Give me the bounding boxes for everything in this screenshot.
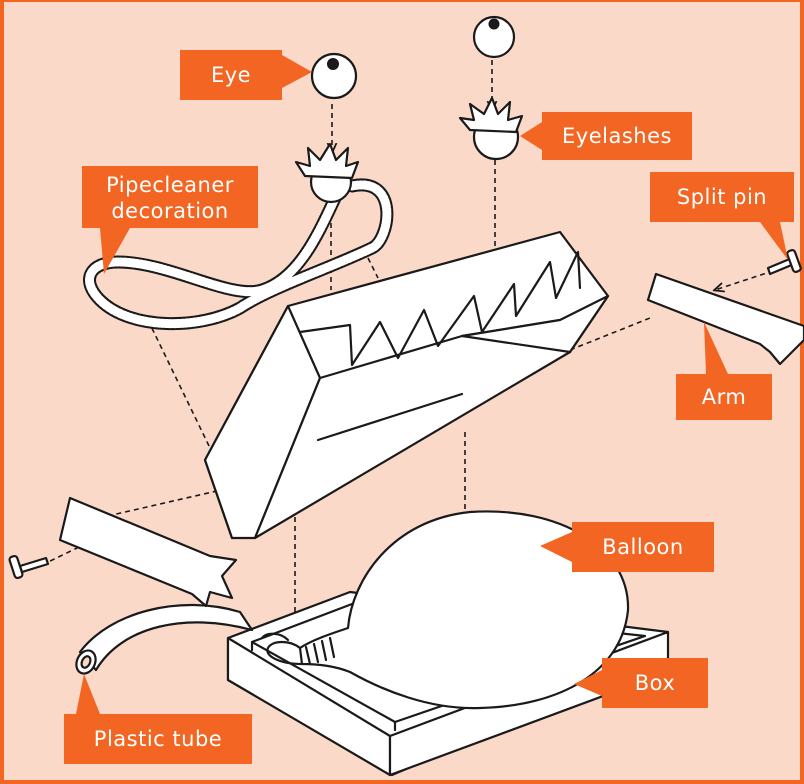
label-split-pin: Split pin xyxy=(650,172,794,260)
label-arm-text: Arm xyxy=(702,385,747,409)
label-pipecleaner: Pipecleaner decoration xyxy=(82,166,258,274)
label-eyelashes-text: Eyelashes xyxy=(562,124,672,148)
label-balloon-text: Balloon xyxy=(602,535,683,559)
eyelashes-piece xyxy=(460,98,522,159)
label-pipecleaner-text-1: Pipecleaner xyxy=(106,173,234,197)
lid xyxy=(205,232,608,538)
label-pipecleaner-text-2: decoration xyxy=(111,199,228,223)
arm-left xyxy=(60,498,236,606)
label-split-pin-text: Split pin xyxy=(677,185,767,209)
eye-left xyxy=(312,54,356,98)
label-plastic-tube-text: Plastic tube xyxy=(94,727,222,751)
eye-right xyxy=(474,17,514,57)
label-box-text: Box xyxy=(635,671,676,695)
arm-right xyxy=(648,274,804,364)
label-eye: Eye xyxy=(180,50,312,100)
split-pin-left xyxy=(9,555,48,578)
label-eye-text: Eye xyxy=(211,63,251,87)
eyelash-piece-lid xyxy=(296,144,358,202)
label-eyelashes: Eyelashes xyxy=(520,112,692,160)
label-plastic-tube: Plastic tube xyxy=(64,674,252,764)
